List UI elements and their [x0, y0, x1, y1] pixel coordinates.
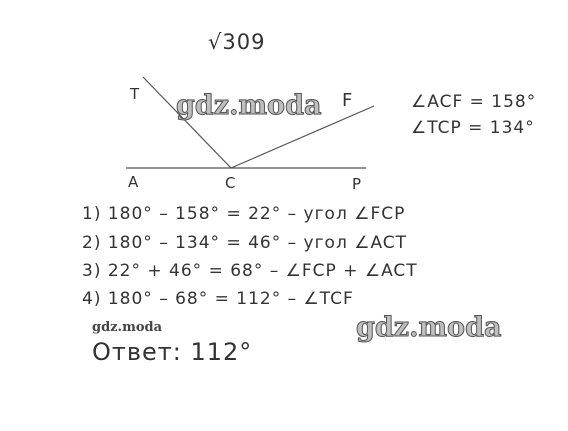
point-label-t: T: [130, 85, 140, 103]
watermark: gdz.moda: [175, 90, 322, 122]
point-label-p: P: [352, 175, 362, 193]
point-label-f: F: [342, 90, 353, 111]
solution-step-3: 3) 22° + 46° = 68° – ∠FCP + ∠ACT: [82, 261, 418, 281]
solution-step-2: 2) 180° – 134° = 46° – угол ∠ACT: [82, 233, 408, 253]
ray-cf: [230, 105, 375, 169]
watermark: gdz.moda: [355, 312, 502, 344]
given-angle-acf: ∠ACF = 158°: [411, 92, 537, 112]
point-label-a: A: [128, 173, 139, 191]
given-angle-tcp: ∠TCP = 134°: [411, 118, 535, 138]
point-label-c: C: [225, 174, 236, 192]
answer: Ответ: 112°: [92, 338, 253, 366]
ray-ct: [142, 76, 232, 169]
solution-step-4: 4) 180° – 68° = 112° – ∠TCF: [82, 289, 354, 309]
problem-number: √309: [208, 30, 266, 54]
watermark-small: gdz.moda: [92, 320, 163, 335]
solution-step-1: 1) 180° – 158° = 22° – угол ∠FCP: [82, 204, 406, 224]
